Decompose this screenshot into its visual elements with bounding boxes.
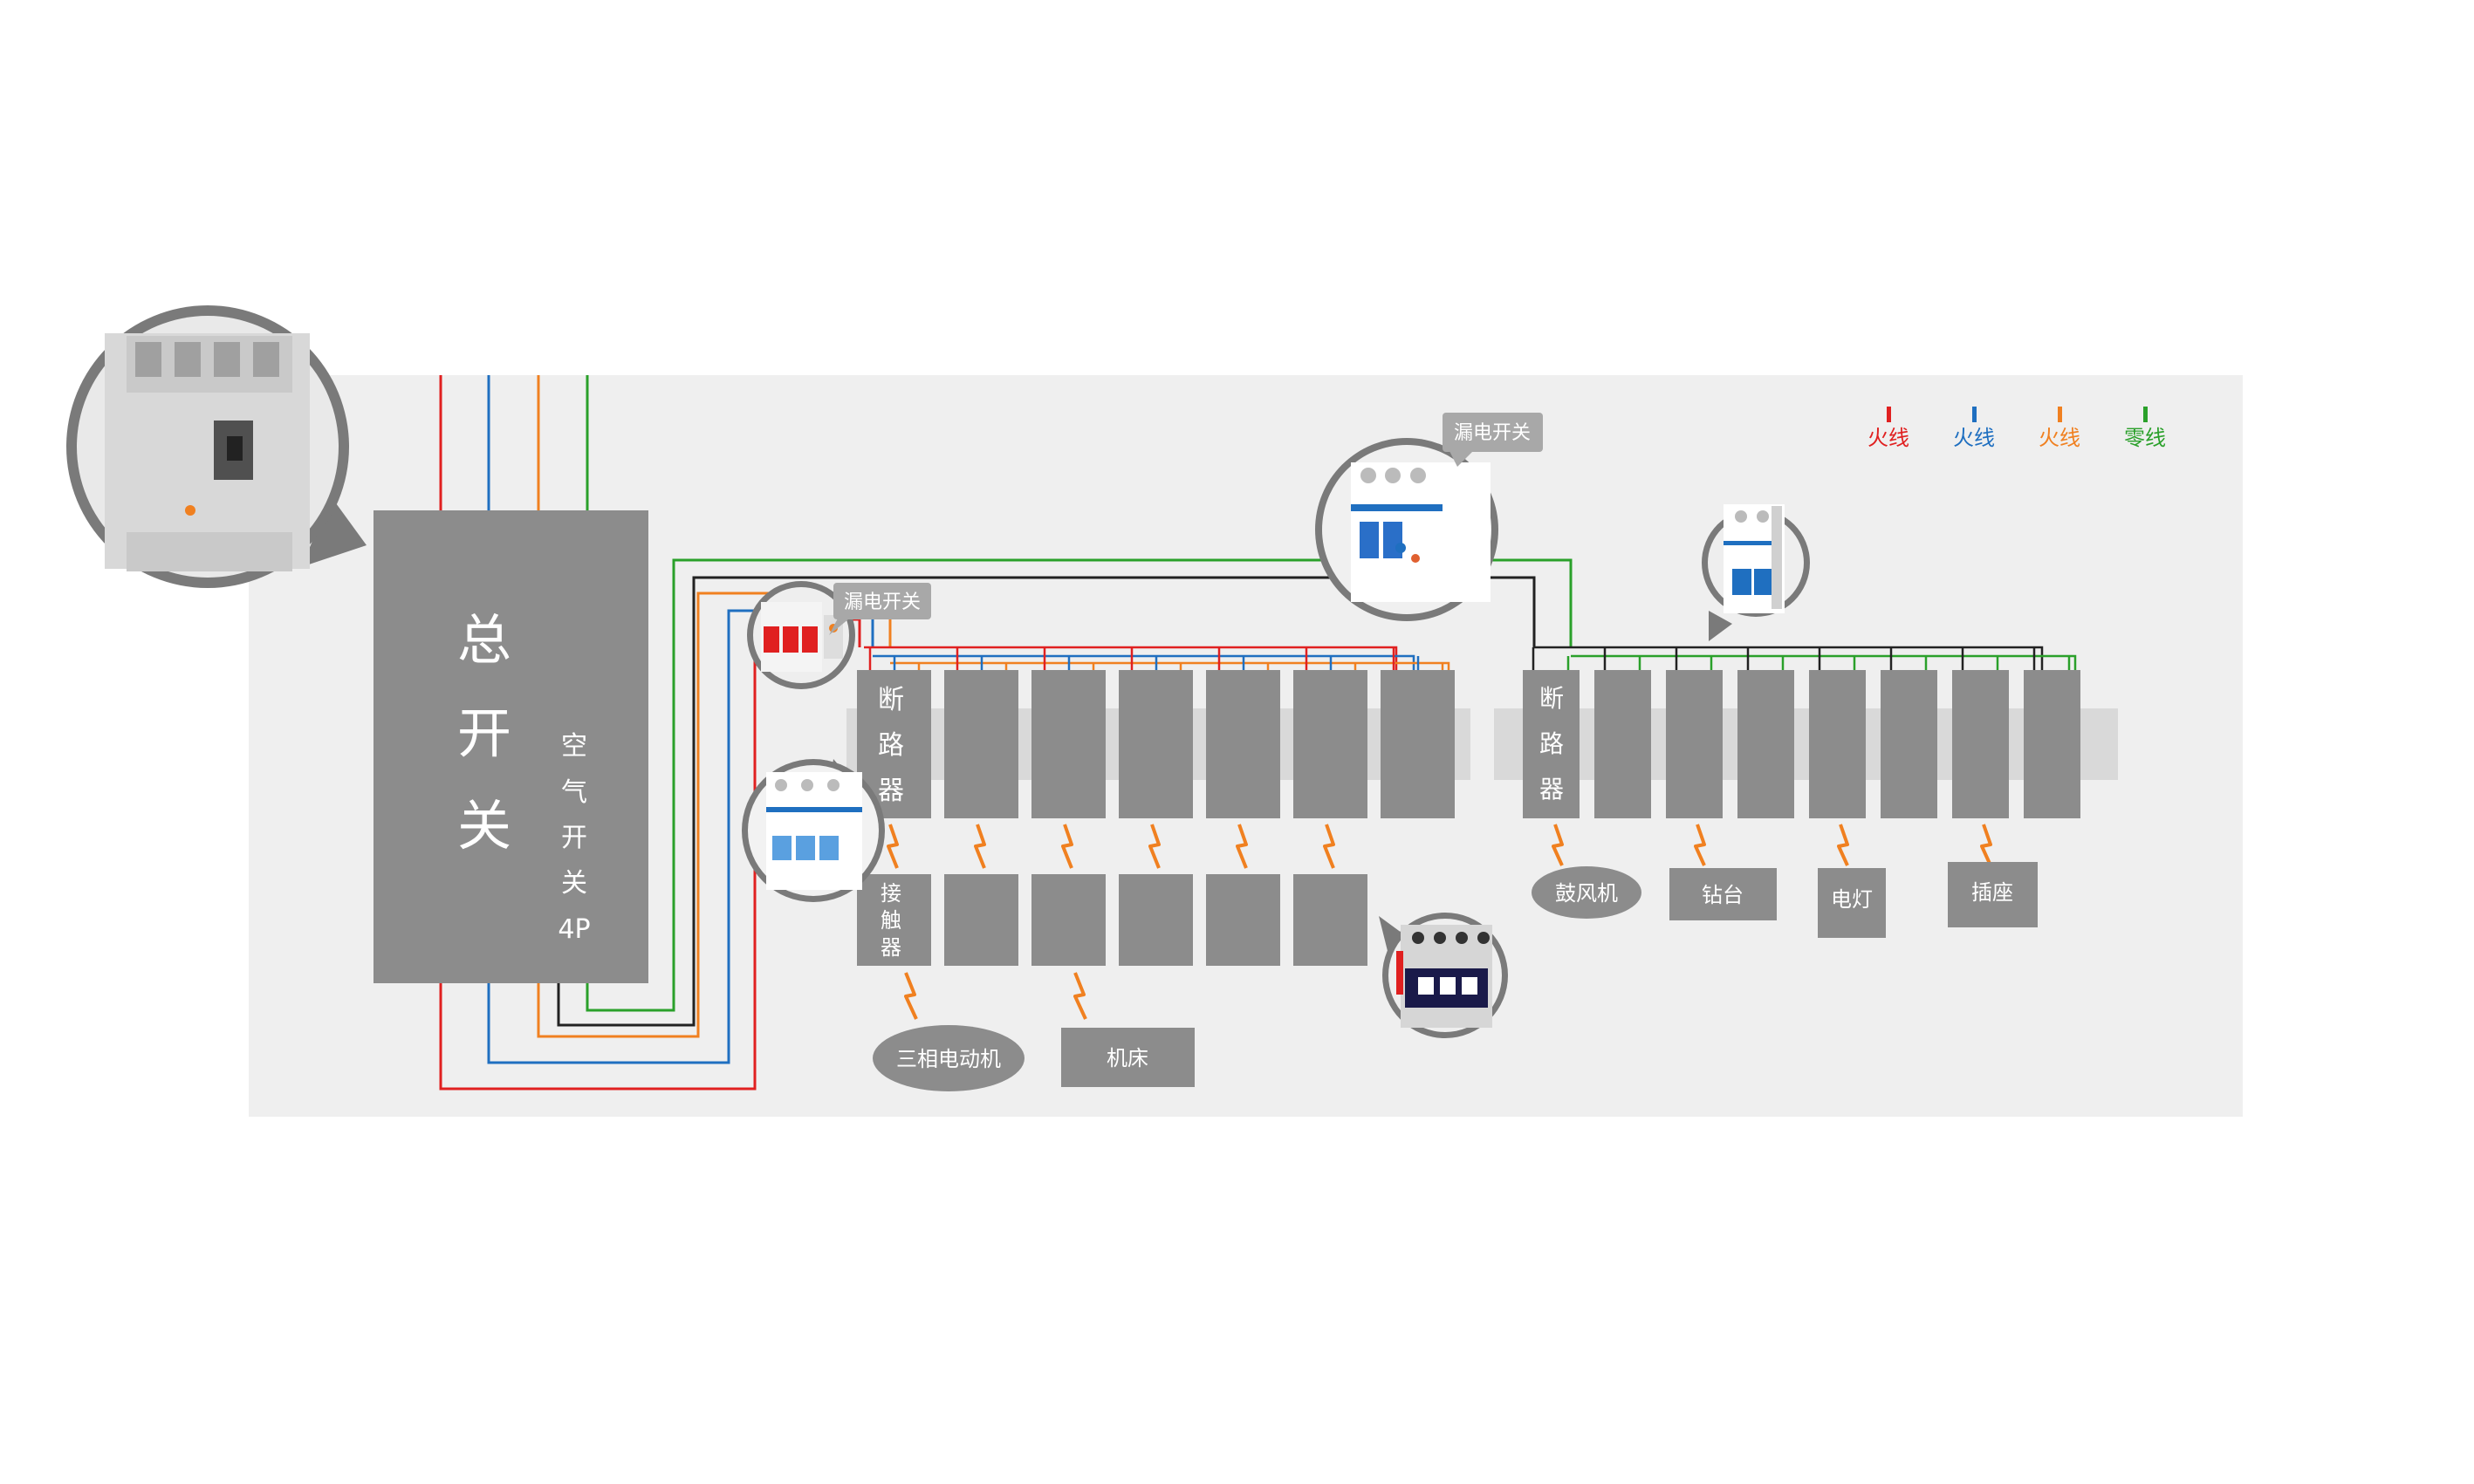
- spark-arrow: [887, 824, 899, 869]
- legend-swatch-orange: [2058, 407, 2062, 422]
- single-phase-breaker-6: [1881, 670, 1937, 818]
- three-phase-breaker-6: [1293, 670, 1367, 818]
- load-labels: 三相电动机 机床 鼓风机 钻台 电灯 插座: [873, 862, 2038, 1091]
- spark-arrow: [1552, 824, 1564, 866]
- single-phase-breaker-8: [2024, 670, 2080, 818]
- single-phase-breaker-3: [1666, 670, 1723, 818]
- spark-arrow: [1236, 824, 1248, 869]
- main-switch-title-2: 开: [457, 701, 511, 765]
- rcd-top-callout-label: 漏电开关: [1454, 422, 1531, 444]
- main-switch-sub-1: 空: [561, 731, 587, 762]
- three-phase-drops: [868, 647, 1444, 670]
- legend-label-red: 火线: [1867, 426, 1909, 450]
- spark-arrow: [1980, 824, 1992, 866]
- load-socket-label: 插座: [1971, 880, 2013, 905]
- spark-arrow: [1694, 824, 1706, 866]
- rcd-left-callout-label: 漏电开关: [844, 592, 921, 613]
- load-blower-label: 鼓风机: [1555, 881, 1618, 906]
- single-phase-bus: [1534, 646, 2077, 670]
- load-lamp-label: 电灯: [1831, 887, 1873, 912]
- breaker-3p-photo: [742, 759, 885, 902]
- load-machine-tool-label: 机床: [1107, 1046, 1148, 1070]
- three-phase-bus: [864, 646, 1450, 670]
- three-phase-breaker-5: [1206, 670, 1280, 818]
- spark-arrow: [904, 972, 918, 1020]
- tp-breaker-label-3: 器: [878, 776, 904, 806]
- legend-label-green: 零线: [2124, 426, 2166, 450]
- spark-arrow: [1323, 824, 1335, 869]
- main-switch-sub-4: 关: [561, 868, 587, 899]
- single-phase-breaker-4: [1737, 670, 1794, 818]
- spark-arrow: [1061, 824, 1073, 869]
- rcd-top-callout: 漏电开关: [1443, 413, 1543, 467]
- load-machine-tool: [1061, 1028, 1195, 1087]
- sp-breaker-label-3: 器: [1539, 775, 1564, 804]
- rcd-left-photo: [747, 581, 855, 689]
- tp-breaker-label-1: 断: [878, 685, 904, 715]
- incoming-feed-lines: [439, 375, 589, 510]
- rcd-left-callout: 漏电开关: [829, 583, 931, 635]
- load-three-phase-motor: [873, 1025, 1025, 1091]
- rcd-top-photo: [1315, 438, 1498, 621]
- single-phase-breaker-1: [1523, 670, 1580, 818]
- load-socket: [1948, 862, 2038, 927]
- main-switch-sub-3: 开: [561, 823, 587, 853]
- tp-breaker-label-2: 路: [878, 730, 904, 761]
- contactor-photo: [1379, 913, 1508, 1038]
- single-phase-breaker-5: [1809, 670, 1866, 818]
- legend-label-blue: 火线: [1953, 426, 1995, 450]
- contactors: 接 触 器: [857, 874, 1367, 966]
- legend-swatch-blue: [1972, 407, 1977, 422]
- three-phase-breaker-4: [1119, 670, 1193, 818]
- legend-swatch-green: [2143, 407, 2148, 422]
- load-drill: [1669, 868, 1777, 920]
- main-switch-photo: [66, 305, 367, 588]
- contactor-5: [1206, 874, 1280, 966]
- single-phase-breaker-2: [1594, 670, 1651, 818]
- spark-arrow: [1148, 824, 1161, 869]
- main-switch: 总 开 关 空 气 开 关 4P: [373, 510, 648, 983]
- load-blower: [1532, 866, 1641, 919]
- breaker-2p-photo: [1702, 504, 1810, 641]
- main-switch-title-3: 关: [457, 794, 511, 858]
- main-switch-sub-5: 4P: [558, 914, 590, 945]
- three-phase-breaker-3: [1031, 670, 1106, 818]
- single-phase-breakers: 断 路 器: [1523, 670, 2080, 818]
- contactor-label-1: 接: [881, 881, 901, 906]
- sp-breaker-label-2: 路: [1539, 729, 1564, 758]
- contactor-2: [944, 874, 1018, 966]
- three-phase-breakers: 断 路 器: [857, 670, 1455, 818]
- contactor-6: [1293, 874, 1367, 966]
- main-switch-title-1: 总: [457, 608, 511, 672]
- three-phase-breaker-2: [944, 670, 1018, 818]
- legend: 火线 火线 火线 零线: [1867, 407, 2166, 450]
- contactor-1: [857, 874, 931, 966]
- load-lamp: [1818, 868, 1886, 938]
- legend-swatch-red: [1887, 407, 1891, 422]
- main-switch-sub-2: 气: [561, 777, 587, 808]
- spark-arrow: [1073, 972, 1087, 1020]
- single-phase-breaker-7: [1952, 670, 2009, 818]
- single-phase-drops: [1532, 647, 2071, 670]
- contactor-3: [1031, 874, 1106, 966]
- three-phase-breaker-7: [1381, 670, 1455, 818]
- legend-label-orange: 火线: [2039, 426, 2080, 450]
- load-drill-label: 钻台: [1702, 883, 1744, 907]
- load-three-phase-motor-label: 三相电动机: [896, 1047, 1001, 1071]
- spark-arrows: [887, 824, 1992, 1020]
- spark-arrow: [974, 824, 986, 869]
- contactor-label-3: 器: [881, 935, 901, 960]
- spark-arrow: [1837, 824, 1849, 866]
- sp-breaker-label-1: 断: [1539, 684, 1564, 713]
- contactor-label-2: 触: [881, 908, 901, 933]
- contactor-4: [1119, 874, 1193, 966]
- main-switch-body: [373, 510, 648, 983]
